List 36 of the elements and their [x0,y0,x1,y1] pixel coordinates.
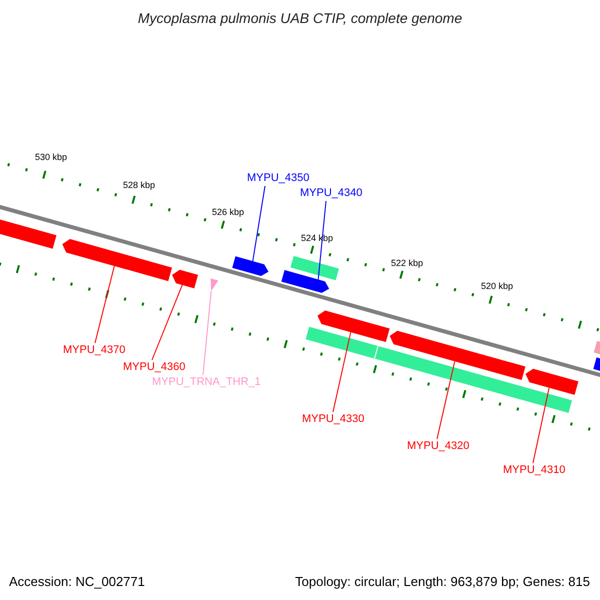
leader-line [332,332,352,412]
gene-segment [290,256,339,280]
gene-segment [306,326,378,358]
footer-text: Accession: NC_002771 [9,575,145,588]
gene-label: MYPU_4310 [503,464,566,477]
gene-segment [593,357,600,371]
gene-segment [374,346,572,413]
gene-segment [594,340,600,354]
gene-label: MYPU_TRNA_THR_1 [152,376,261,389]
diagram-title: Mycoplasma pulmonis UAB CTIP, complete genome [136,10,464,26]
tick-label: 528 kbp [123,179,156,192]
gene-label: MYPU_4330 [302,413,364,426]
gene-label: MYPU_4350 [247,172,310,185]
trna-marker [210,278,218,292]
tick-label: 530 kbp [35,151,68,164]
leader-line [152,284,183,360]
gene-label: MYPU_4320 [407,440,470,453]
gene-segment [281,270,330,293]
leader-line [94,266,115,344]
gene-label: MYPU_4360 [123,361,186,374]
tick-label: 522 kbp [391,257,424,270]
tick-label: 520 kbp [481,280,514,293]
gene-segment [525,368,578,395]
gene-label: MYPU_4340 [300,187,362,200]
gene-segment [390,330,526,380]
leader-line [436,360,456,440]
gene-label: MYPU_4370 [63,344,126,357]
gene-segment [317,310,390,342]
tick-label: 526 kbp [212,206,244,219]
leader-line [532,387,550,464]
leader-line [252,186,266,262]
footer-text: Topology: circular; Length: 963,879 bp; Genes: 815 [295,575,590,588]
gene-segment [232,256,268,276]
leader-line [202,290,212,376]
gene-segment [62,239,172,282]
gene-segment [172,270,198,288]
